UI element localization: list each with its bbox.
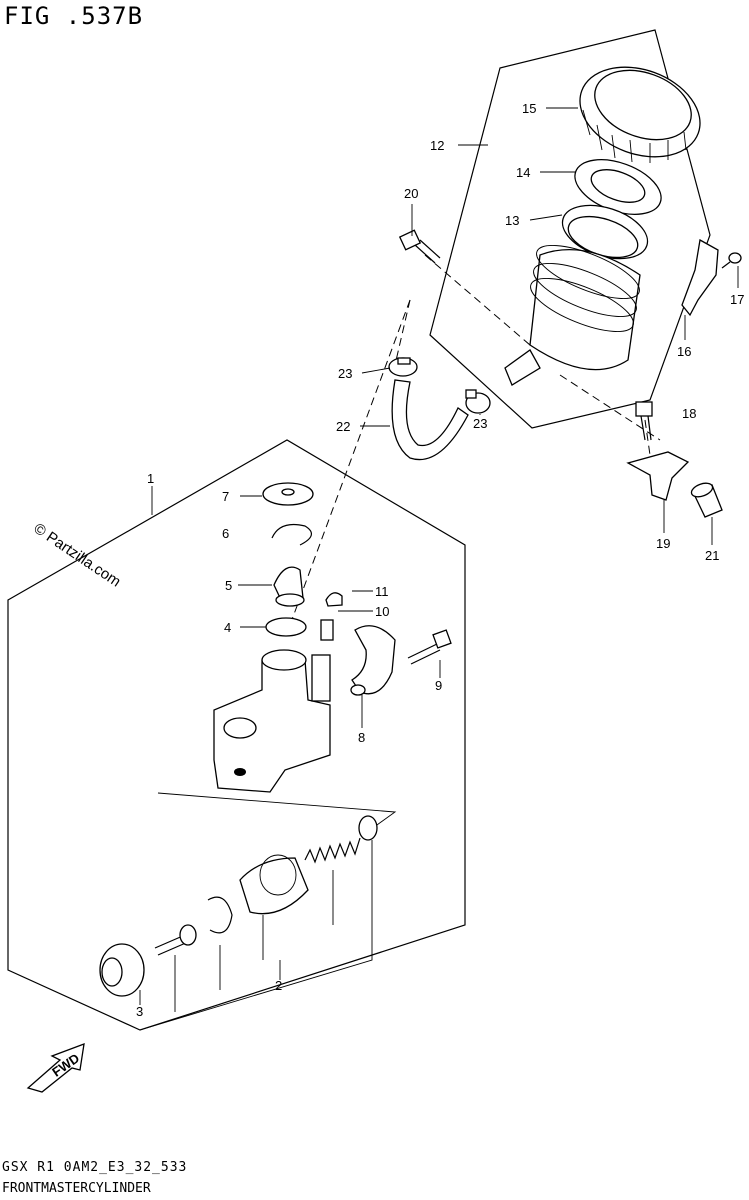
dust-boot-3 bbox=[99, 943, 145, 997]
callout-11: 11 bbox=[375, 584, 389, 599]
piston-cup-2 bbox=[239, 854, 309, 915]
assembly-12-outline bbox=[429, 29, 711, 429]
callout-23-upper: 23 bbox=[338, 366, 352, 381]
callout-2: 2 bbox=[275, 978, 282, 993]
spring-piston-2 bbox=[304, 815, 378, 864]
callout-22: 22 bbox=[336, 419, 350, 434]
hose-connector-5 bbox=[273, 566, 305, 607]
holder-8 bbox=[350, 625, 396, 696]
hose-clamp-upper bbox=[388, 357, 418, 377]
callout-9: 9 bbox=[435, 678, 442, 693]
piston-bracket bbox=[157, 792, 397, 831]
leader-lines bbox=[139, 107, 739, 1005]
figure-title: FIG .537B bbox=[4, 2, 144, 30]
footer-name: FRONTMASTERCYLINDER bbox=[2, 1181, 151, 1196]
assembly-1-outline bbox=[7, 439, 466, 1031]
reservoir-tank bbox=[504, 245, 641, 386]
callout-15: 15 bbox=[522, 101, 536, 116]
callout-19: 19 bbox=[656, 536, 670, 551]
bolt-18 bbox=[635, 401, 653, 441]
reservoir-hose bbox=[391, 379, 469, 461]
callout-20: 20 bbox=[404, 186, 418, 201]
bleeder-cap-11 bbox=[325, 592, 343, 607]
callout-10: 10 bbox=[375, 604, 389, 619]
o-ring-4 bbox=[265, 617, 307, 637]
callout-1: 1 bbox=[147, 471, 154, 486]
push-rod-3 bbox=[154, 924, 197, 956]
guide-line-hose-top bbox=[394, 299, 411, 366]
bolt-20 bbox=[398, 229, 441, 264]
callout-17: 17 bbox=[730, 292, 744, 307]
circlip-6 bbox=[271, 523, 312, 546]
fwd-arrow: FWD bbox=[26, 1043, 85, 1093]
callout-8: 8 bbox=[358, 730, 365, 745]
diaphragm-plate bbox=[574, 159, 662, 215]
callout-21: 21 bbox=[705, 548, 719, 563]
callout-6: 6 bbox=[222, 526, 229, 541]
callout-12: 12 bbox=[430, 138, 444, 153]
bracket-19 bbox=[626, 451, 690, 501]
piston-base-line bbox=[139, 895, 373, 1031]
callout-14: 14 bbox=[516, 165, 530, 180]
hose-clamp-lower bbox=[465, 389, 491, 414]
guide-line-bracket-18 bbox=[644, 419, 651, 456]
guide-line-20 bbox=[424, 254, 531, 346]
callout-3: 3 bbox=[136, 1004, 143, 1019]
callout-18: 18 bbox=[682, 406, 696, 421]
circlip-piston bbox=[207, 896, 233, 934]
bolt-9 bbox=[407, 629, 452, 665]
callout-23-lower: 23 bbox=[473, 416, 487, 431]
guide-line-reservoir-bracket bbox=[559, 374, 661, 441]
footer-code: GSX R1 0AM2_E3_32_533 bbox=[2, 1160, 188, 1175]
diaphragm bbox=[561, 204, 649, 260]
screw-17 bbox=[721, 252, 742, 269]
callout-13: 13 bbox=[505, 213, 519, 228]
boot-cap-7 bbox=[262, 482, 314, 506]
master-cylinder-body bbox=[213, 649, 331, 793]
callout-5: 5 bbox=[225, 578, 232, 593]
callout-4: 4 bbox=[224, 620, 231, 635]
reservoir-cap bbox=[579, 66, 701, 163]
bracket-16 bbox=[681, 238, 719, 317]
callout-16: 16 bbox=[677, 344, 691, 359]
guide-line-hose bbox=[289, 299, 411, 626]
grommet-21 bbox=[690, 482, 723, 518]
callout-7: 7 bbox=[222, 489, 229, 504]
bleeder-valve-10 bbox=[320, 619, 334, 641]
